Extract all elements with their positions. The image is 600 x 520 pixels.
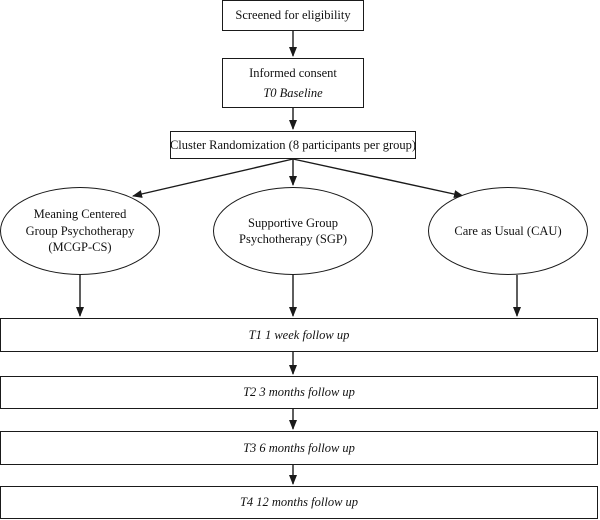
- baseline-label: T0 Baseline: [263, 85, 323, 100]
- followup-t4-box: T4 12 months follow up: [0, 486, 598, 519]
- arm-3-line-1: Care as Usual (CAU): [454, 223, 562, 238]
- followup-t3-label: T3 6 months follow up: [243, 440, 355, 455]
- arm-mcgp-cs-oval: Meaning Centered Group Psychotherapy (MC…: [0, 187, 160, 275]
- followup-t2-label: T2 3 months follow up: [243, 385, 355, 399]
- consent-label: Informed consent: [249, 65, 337, 80]
- arm-1-line-2: Group Psychotherapy: [25, 223, 135, 238]
- randomization-box: Cluster Randomization (8 participants pe…: [170, 131, 416, 159]
- screened-label: Screened for eligibility: [235, 8, 351, 22]
- randomization-label: Cluster Randomization (8 participants pe…: [169, 137, 417, 152]
- followup-t2-box: T2 3 months follow up: [0, 376, 598, 409]
- arm-cau-oval: Care as Usual (CAU): [428, 187, 588, 275]
- arm-2-line-2: Psychotherapy (SGP): [239, 232, 347, 246]
- arrow-randomization-to-arm-1: [132, 158, 294, 198]
- followup-t3-box: T3 6 months follow up: [0, 431, 598, 465]
- followup-t1-box: T1 1 week follow up: [0, 318, 598, 352]
- consent-box: Informed consent T0 Baseline: [222, 58, 364, 108]
- arm-1-line-1: Meaning Centered: [33, 207, 127, 222]
- followup-t1-label: T1 1 week follow up: [248, 327, 350, 342]
- arm-2-line-1: Supportive Group: [248, 215, 338, 230]
- screened-box: Screened for eligibility: [222, 0, 364, 31]
- followup-t4-label: T4 12 months follow up: [239, 495, 359, 509]
- arm-1-line-3: (MCGP-CS): [48, 240, 112, 255]
- arm-sgp-oval: Supportive Group Psychotherapy (SGP): [213, 187, 373, 275]
- arrow-randomization-to-arm-3: [292, 158, 464, 198]
